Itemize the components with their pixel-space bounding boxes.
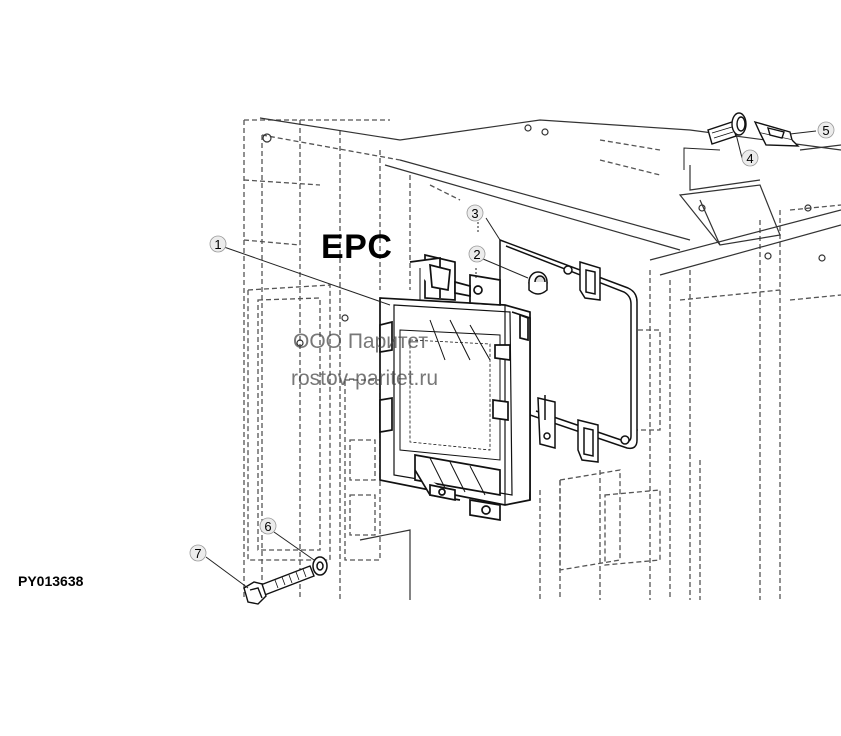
- callout-circle-6: [259, 517, 277, 535]
- watermark-company: ООО Паритет: [293, 330, 429, 353]
- watermark-url: rostov-paritet.ru: [291, 367, 439, 390]
- callout-2: 2: [473, 247, 480, 262]
- diagram-title: EPC: [321, 228, 393, 266]
- callout-circle-7: [189, 544, 207, 562]
- callout-5: 5: [822, 123, 829, 138]
- clip-nut: [753, 120, 800, 147]
- callout-circles: [189, 121, 835, 562]
- figure-code: PY013638: [18, 573, 84, 589]
- callout-circle-5: [817, 121, 835, 139]
- bolt-long: [243, 565, 315, 605]
- callout-labels: 1 2 3 4 5 6 7: [194, 123, 829, 561]
- callout-4: 4: [746, 151, 753, 166]
- callout-circle-3: [466, 204, 484, 222]
- epc-module: [379, 253, 531, 522]
- washer: [312, 556, 328, 576]
- callout-7: 7: [194, 546, 201, 561]
- leader-lines: [205, 130, 817, 589]
- callout-6: 6: [264, 519, 271, 534]
- bolt-top: [707, 112, 747, 145]
- callout-1: 1: [214, 237, 221, 252]
- cab-frame: [243, 119, 841, 600]
- callout-3: 3: [471, 206, 478, 221]
- nut: [528, 271, 548, 295]
- callout-circle-2: [468, 245, 486, 263]
- callout-circle-1: [209, 235, 227, 253]
- callout-circle-4: [741, 149, 759, 167]
- cab-frame-solid: [259, 117, 841, 600]
